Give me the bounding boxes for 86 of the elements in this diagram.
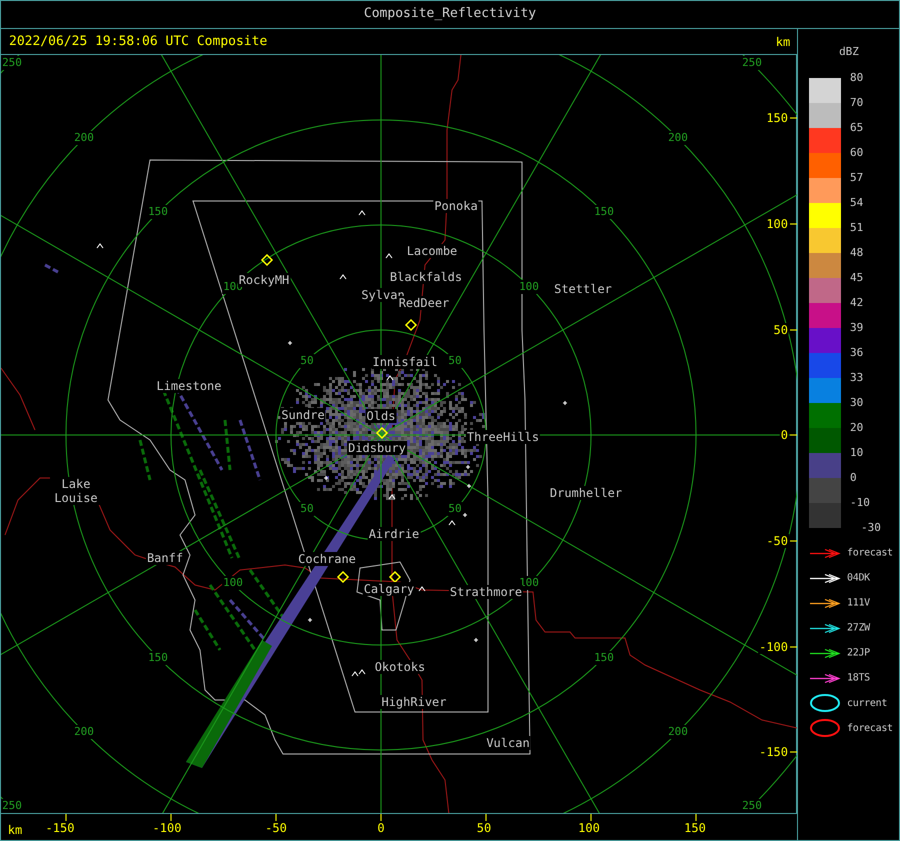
axis-tick-label: -50	[765, 534, 789, 548]
range-ring-label: 150	[147, 205, 169, 219]
axis-tick-label: -50	[264, 821, 288, 835]
range-ring-label: 200	[73, 725, 95, 739]
axis-tick-label: 0	[376, 821, 386, 835]
place-name: HighRiver	[380, 695, 448, 709]
scale-value-label: 57	[850, 171, 864, 185]
scale-value-label: 70	[850, 96, 864, 110]
range-ring-label: 50	[299, 354, 315, 368]
place-name: Strathmore	[448, 585, 524, 599]
place-name: Cochrane	[297, 552, 357, 566]
scale-value-label: 51	[850, 221, 864, 235]
range-ring-label: 100	[222, 576, 244, 590]
place-name: Banff	[146, 551, 184, 565]
place-name: Ponoka	[433, 199, 479, 213]
axis-tick-label: -150	[758, 745, 789, 759]
range-ring-label: 100	[518, 576, 540, 590]
range-ring-label: 150	[593, 651, 615, 665]
axis-tick-label: 0	[780, 428, 789, 442]
scale-value-label: 48	[850, 246, 864, 260]
place-name: Innisfail	[371, 355, 439, 369]
range-ring-label: 250	[741, 56, 763, 70]
range-ring-label: 50	[447, 502, 463, 516]
place-name: RockyMH	[238, 273, 290, 287]
legend-label: 111V	[847, 596, 870, 610]
axis-tick-label: -100	[152, 821, 182, 835]
scale-value-label: 33	[850, 371, 864, 385]
place-name: Blackfalds	[388, 270, 464, 284]
place-name: Lake Louise	[50, 477, 102, 505]
scale-value-label: 80	[850, 71, 864, 85]
scale-value-label: 30	[850, 396, 864, 410]
scale-value-label: 39	[850, 321, 864, 335]
range-ring-label: 150	[593, 205, 615, 219]
axis-tick-label: km	[6, 823, 24, 837]
axis-tick-label: 50	[476, 821, 492, 835]
range-ring-label: 250	[741, 799, 763, 813]
scale-value-label: -10	[850, 496, 870, 510]
axis-tick-label: 150	[765, 111, 789, 125]
scale-value-label: 54	[850, 196, 864, 210]
scale-value-label: 60	[850, 146, 864, 160]
axis-tick-label: -150	[44, 821, 76, 835]
place-name: Lacombe	[406, 244, 458, 258]
scale-value-label: dBZ	[838, 45, 860, 59]
place-name: Limestone	[155, 379, 223, 393]
range-ring-label: 250	[1, 799, 23, 813]
range-ring-label: 200	[667, 725, 689, 739]
timestamp-text: 2022/06/25 19:58:06 UTC Composite	[8, 35, 268, 49]
legend-label: 22JP	[847, 646, 870, 660]
place-name: Didsbury	[347, 441, 407, 455]
scale-value-label: 42	[850, 296, 864, 310]
place-name: ThreeHills	[466, 430, 540, 444]
axis-tick-label: 100	[765, 217, 789, 231]
place-name: Airdrie	[368, 527, 420, 541]
scale-value-label: 36	[850, 346, 864, 360]
place-name: Vulcan	[485, 736, 531, 750]
legend-label: forecast	[847, 722, 893, 736]
axis-tick-label: 150	[683, 821, 707, 835]
axis-tick-label: 100	[577, 821, 601, 835]
range-ring-label: 250	[1, 56, 23, 70]
range-ring-label: 50	[299, 502, 315, 516]
scale-value-label: 20	[850, 421, 864, 435]
place-name: Drumheller	[548, 486, 624, 500]
scale-value-label: 10	[850, 446, 864, 460]
legend-label: current	[847, 696, 888, 710]
place-name: Stettler	[553, 282, 613, 296]
scale-value-label: 45	[850, 271, 864, 285]
scale-value-label: 0	[850, 471, 857, 485]
axis-tick-label: -100	[758, 640, 789, 654]
legend-label: forecast	[847, 546, 893, 560]
scale-value-label: -30	[860, 521, 882, 535]
place-name: Olds	[366, 409, 396, 423]
range-ring-label: 50	[447, 354, 463, 368]
range-ring-label: 200	[73, 131, 95, 145]
range-ring-label: 100	[518, 280, 540, 294]
axis-tick-label: km	[774, 35, 792, 49]
range-ring-label: 200	[667, 131, 689, 145]
legend-label: 27ZW	[847, 622, 870, 636]
chart-title: Composite_Reflectivity	[364, 5, 536, 23]
axis-tick-label: 50	[772, 323, 789, 337]
place-name: Okotoks	[374, 660, 426, 674]
place-name: Sundre	[280, 408, 326, 422]
legend-label: 04DK	[847, 572, 870, 586]
place-name: Calgary	[362, 582, 416, 596]
legend-label: 18TS	[847, 672, 870, 686]
scale-value-label: 65	[850, 121, 864, 135]
range-ring-label: 150	[147, 651, 169, 665]
